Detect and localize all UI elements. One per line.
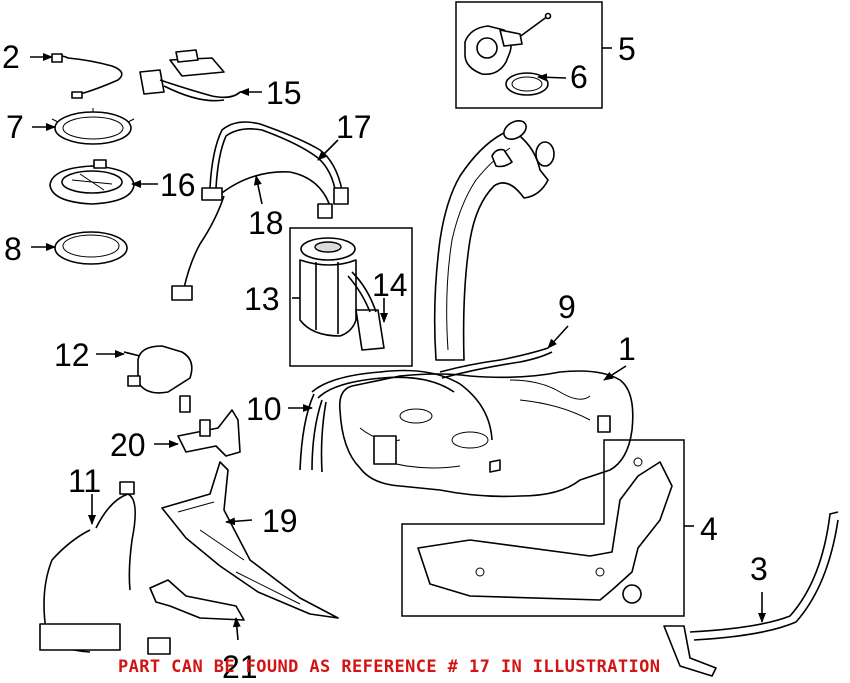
callout-2: 2 (2, 39, 20, 75)
fuel-filter-part (123, 345, 193, 413)
leader-1 (603, 365, 627, 381)
callout-20: 20 (110, 427, 146, 463)
tank-support-box (401, 439, 685, 617)
callout-3: 3 (750, 551, 768, 587)
line-guide-part (149, 579, 245, 621)
callout-14: 14 (372, 267, 408, 303)
callout-7: 7 (6, 109, 24, 145)
leader-19 (225, 517, 253, 526)
callout-8: 8 (4, 231, 22, 267)
callout-19: 19 (262, 503, 298, 539)
callout-10: 10 (246, 391, 282, 427)
callout-16: 16 (160, 167, 196, 203)
callout-13: 13 (244, 281, 280, 317)
leader-21 (232, 617, 241, 641)
vent-lines-part (299, 347, 553, 473)
callout-21: 21 (222, 649, 258, 683)
callout-18: 18 (248, 205, 284, 241)
sensor-wire-part (51, 53, 123, 99)
tank-strap-part (663, 511, 839, 677)
leader-6 (537, 73, 567, 82)
callout-4: 4 (700, 511, 718, 547)
callout-6: 6 (570, 59, 588, 95)
wiring-connector-part (139, 49, 241, 102)
leader-9 (547, 325, 569, 349)
heat-shield-part (161, 461, 339, 619)
callout-15: 15 (266, 75, 302, 111)
callout-9: 9 (558, 289, 576, 325)
fuel-cap-assembly-box (455, 1, 603, 109)
leader-17 (317, 139, 339, 161)
pump-flange-part (49, 159, 135, 205)
callout-17: 17 (336, 109, 372, 145)
callout-1: 1 (618, 331, 636, 367)
fuel-pump-module-box (289, 227, 413, 367)
callout-11: 11 (68, 463, 101, 499)
flange-seal-part (54, 231, 128, 265)
callout-5: 5 (618, 31, 636, 67)
reference-note: PART CAN BE FOUND AS REFERENCE # 17 IN I… (118, 657, 660, 677)
fuel-tank-part (338, 370, 634, 498)
mounting-bracket-part (177, 409, 241, 457)
leader-18 (253, 175, 263, 205)
sensor-harness-part (39, 481, 171, 655)
filler-neck-part (433, 120, 555, 361)
callout-12: 12 (54, 337, 90, 373)
lock-ring-part (51, 108, 135, 145)
fuel-line-set-part (171, 121, 349, 301)
